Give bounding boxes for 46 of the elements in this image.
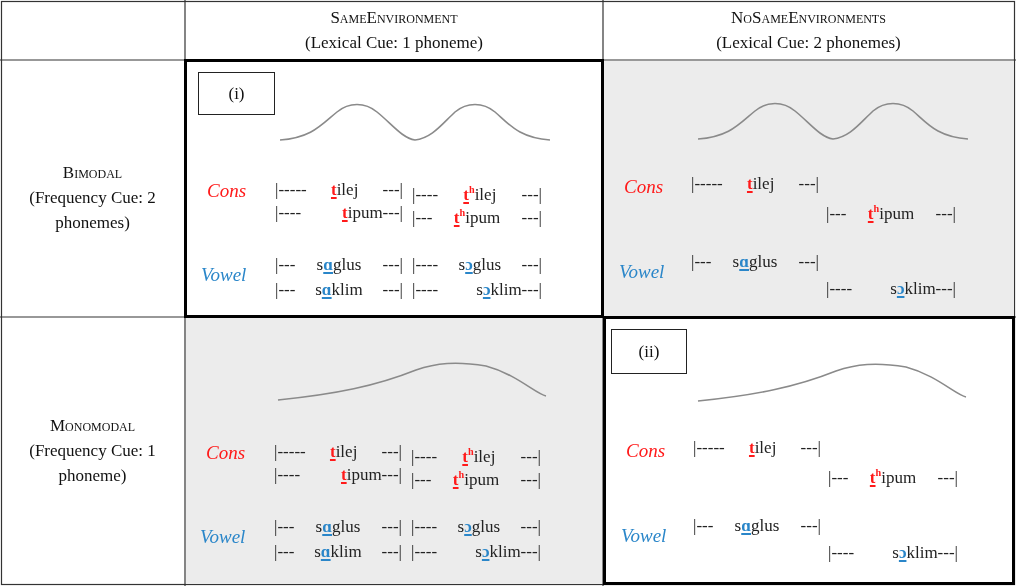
- stimulus-word: |--- t$^{h}$ipum ---|: [828, 466, 958, 489]
- cue-type-label: Vowel: [621, 525, 667, 547]
- row-header: (Frequency Cue: 2 phonemes): [28, 187, 157, 234]
- stimulus-word: |---- tipum---|: [275, 202, 403, 224]
- stimulus-word: |---- sɔglus ---|: [411, 516, 541, 538]
- condition-panel: [186, 318, 602, 584]
- stimulus-word: |----- tilej ---|: [274, 441, 402, 463]
- condition-panel: [603, 316, 1015, 585]
- condition-panel: [604, 61, 1014, 317]
- stimulus-word: |---- tipum---|: [274, 464, 402, 486]
- stimulus-word: |---- sɔklim---|: [412, 279, 542, 301]
- condition-panel: [184, 59, 604, 318]
- column-header: SameEnvironment: [329, 7, 459, 29]
- stimulus-word: |----- tilej ---|: [693, 437, 821, 459]
- row-header: Bimodal: [61, 162, 124, 184]
- stimulus-word: |--- t$^{h}$ipum ---|: [826, 202, 956, 225]
- cue-type-label: Cons: [207, 180, 247, 202]
- stimulus-word: |---- sɔklim---|: [411, 541, 541, 563]
- stimulus-word: |--- t$^{h}$ipum ---|: [412, 206, 542, 229]
- row-header: Monomodal: [48, 415, 137, 437]
- column-header: NoSameEnvironments: [730, 7, 887, 29]
- stimulus-word: |--- sɑglus ---|: [274, 516, 402, 538]
- stimulus-word: |--- sɑglus ---|: [275, 254, 403, 276]
- stimulus-word: |--- sɑglus ---|: [691, 251, 819, 273]
- cue-type-label: Cons: [206, 442, 246, 464]
- stimulus-word: |---- sɔklim---|: [828, 542, 958, 564]
- cue-type-label: Cons: [626, 440, 666, 462]
- cue-type-label: Vowel: [619, 261, 665, 283]
- row-header: (Frequency Cue: 1 phoneme): [28, 440, 157, 487]
- column-header: (Lexical Cue: 1 phoneme): [304, 32, 484, 54]
- panel-tag: (i): [198, 72, 275, 115]
- stimulus-word: |--- t$^{h}$ipum ---|: [411, 468, 541, 491]
- column-header: (Lexical Cue: 2 phonemes): [715, 32, 902, 54]
- stimulus-word: |----- tilej ---|: [275, 179, 403, 201]
- stimulus-word: |---- t$^{h}$ilej ---|: [412, 183, 542, 206]
- cue-type-label: Cons: [624, 176, 664, 198]
- stimulus-word: |---- t$^{h}$ilej ---|: [411, 445, 541, 468]
- cue-type-label: Vowel: [200, 526, 246, 548]
- stimulus-word: |--- sɑklim ---|: [274, 541, 402, 563]
- stimulus-word: |--- sɑklim ---|: [275, 279, 403, 301]
- stimulus-word: |--- sɑglus ---|: [693, 515, 821, 537]
- stimulus-word: |---- sɔklim---|: [826, 278, 956, 300]
- stimulus-word: |----- tilej ---|: [691, 173, 819, 195]
- cue-type-label: Vowel: [201, 264, 247, 286]
- panel-tag: (ii): [611, 329, 687, 374]
- stimulus-word: |---- sɔglus ---|: [412, 254, 542, 276]
